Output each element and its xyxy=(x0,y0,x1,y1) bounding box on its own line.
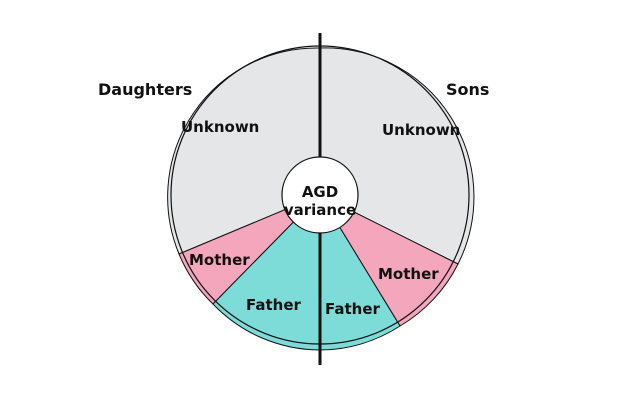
daughters-side-label: Daughters xyxy=(98,80,192,99)
daughters-unknown-label: Unknown xyxy=(181,118,259,136)
daughters-father-label: Father xyxy=(246,296,302,314)
center-label-line1: AGD xyxy=(302,183,338,201)
sons-mother-label: Mother xyxy=(378,265,439,283)
daughters-mother-label: Mother xyxy=(189,251,250,269)
sons-unknown-label: Unknown xyxy=(382,121,460,139)
sons-side-label: Sons xyxy=(446,80,489,99)
sons-father-label: Father xyxy=(325,300,381,318)
center-label-line2: variance xyxy=(284,201,356,219)
center-circle xyxy=(281,156,359,234)
